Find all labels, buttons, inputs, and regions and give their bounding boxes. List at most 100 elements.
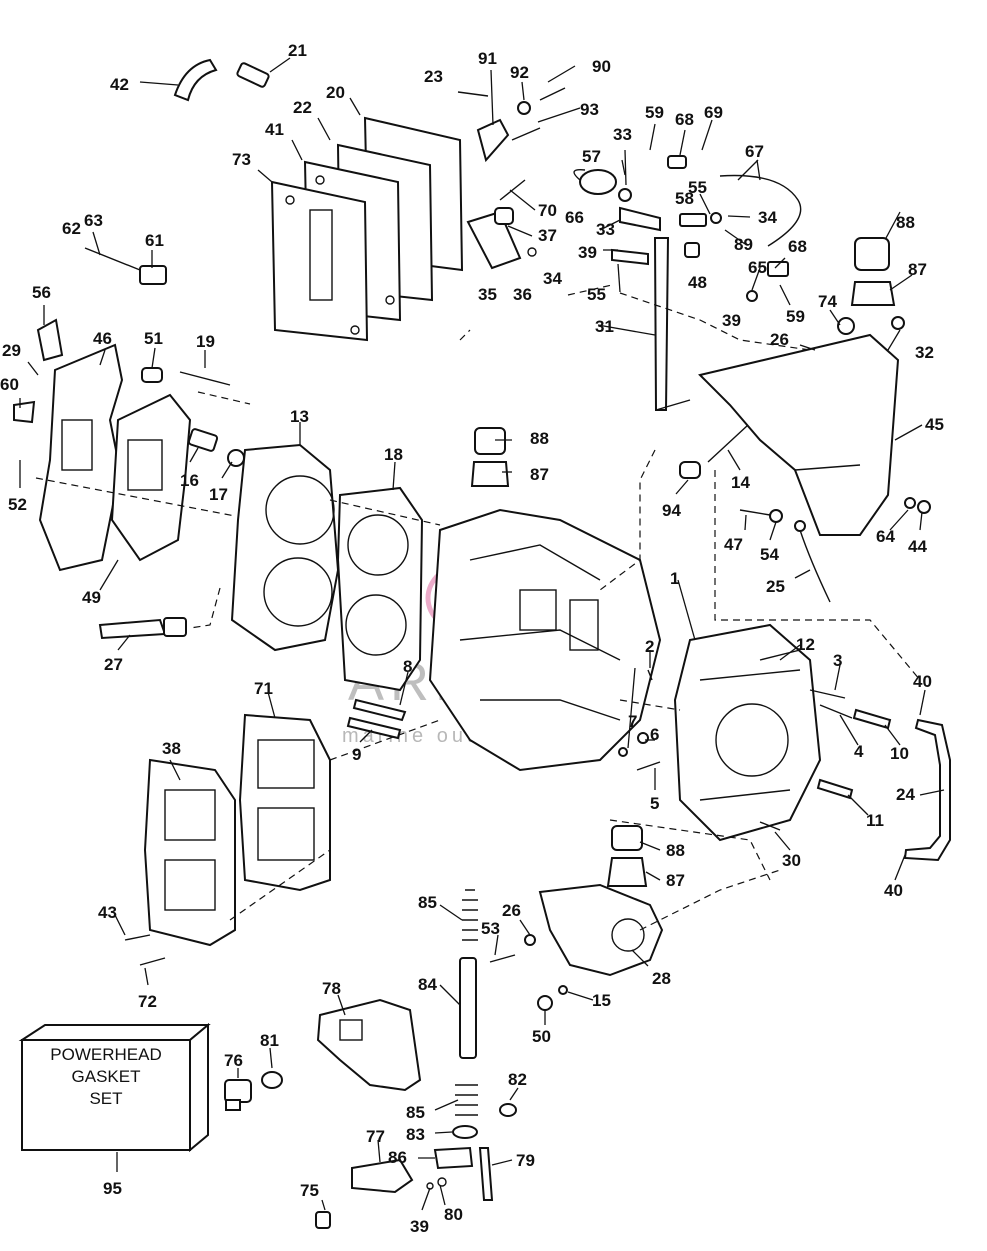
callout-10: 10 [890,744,909,763]
part-bolt-washer-76 [224,1071,283,1111]
part-washer-26 [524,934,536,946]
callout-30: 30 [782,851,801,870]
kit-label-line1: POWERHEAD [50,1045,161,1064]
part-nut-50 [537,995,553,1011]
callout-54: 54 [760,545,779,564]
callout-88-mid: 88 [530,429,549,448]
callout-34-right: 34 [758,208,777,227]
callout-14: 14 [731,473,750,492]
part-cylinder-block [428,508,662,772]
callout-76: 76 [224,1051,243,1070]
callout-68-mid: 68 [788,237,807,256]
callout-50: 50 [532,1027,551,1046]
callout-3: 3 [833,651,842,670]
callout-91: 91 [478,49,497,68]
part-linkage-lower [315,1146,494,1229]
callout-53: 53 [481,919,500,938]
part-linkage-upper [476,87,566,163]
part-choke-linkage [573,155,802,411]
callout-26-top: 26 [770,330,789,349]
callout-21: 21 [288,41,307,60]
kit-label-line3: SET [89,1089,122,1108]
callout-22: 22 [293,98,312,117]
callout-67: 67 [745,142,764,161]
callout-15: 15 [592,991,611,1010]
part-bolt-14 [707,424,749,463]
callout-24: 24 [896,785,915,804]
callout-74: 74 [818,292,837,311]
callout-63: 63 [84,211,103,230]
callout-38: 38 [162,739,181,758]
callout-2: 2 [645,637,654,656]
callout-59-bottom: 59 [786,307,805,326]
callout-85-top: 85 [418,893,437,912]
callout-39-right: 39 [722,311,741,330]
alignment-lines [35,284,921,931]
callout-66: 66 [565,208,584,227]
callout-94: 94 [662,501,681,520]
callout-20: 20 [326,83,345,102]
part-bushing-94 [679,461,701,479]
callout-17: 17 [209,485,228,504]
callout-87-mid: 87 [530,465,549,484]
callout-51: 51 [144,329,163,348]
callout-77: 77 [366,1127,385,1146]
leader-lines [19,57,945,1211]
callout-43: 43 [98,903,117,922]
callout-34-left: 34 [543,269,562,288]
callout-32: 32 [915,343,934,362]
callout-4: 4 [854,742,864,761]
callout-28: 28 [652,969,671,988]
callout-13: 13 [290,407,309,426]
part-sensor-lead [84,247,167,285]
callout-36: 36 [513,285,532,304]
callout-61: 61 [145,231,164,250]
callout-46: 46 [93,329,112,348]
callout-12: 12 [796,635,815,654]
callout-86: 86 [388,1148,407,1167]
callout-44: 44 [908,537,927,556]
callout-40-bottom: 40 [884,881,903,900]
callout-27: 27 [104,655,123,674]
part-motor-mount-upper [470,237,896,487]
callout-81: 81 [260,1031,279,1050]
callout-39-bottom: 39 [410,1217,429,1236]
callout-33-mid: 33 [596,220,615,239]
part-fitting [236,62,270,88]
callout-18: 18 [384,445,403,464]
part-screw-53 [489,954,516,963]
callout-33-top: 33 [613,125,632,144]
callout-40-top: 40 [913,672,932,691]
part-cylinder-head [230,443,340,652]
part-washer-82 [499,1103,517,1117]
part-screw-43 [124,934,151,941]
callout-numbers: 42 21 20 22 41 73 23 91 92 90 93 33 57 5… [0,41,944,1236]
callout-25: 25 [766,577,785,596]
part-hose [173,58,218,102]
callout-41: 41 [265,120,284,139]
callout-39-mid: 39 [578,243,597,262]
callout-90: 90 [592,57,611,76]
callout-84: 84 [418,975,437,994]
part-screw-72 [139,957,166,966]
callout-95: 95 [103,1179,122,1198]
part-dowel-8 [352,698,407,722]
part-bolt-23 [457,91,489,97]
callout-75: 75 [300,1181,319,1200]
callout-70: 70 [538,201,557,220]
part-motor-mount-lower [606,825,648,887]
callout-35: 35 [478,285,497,304]
part-ground-strap [739,509,831,603]
callout-60: 60 [0,375,19,394]
part-throttle-cam [466,179,537,270]
callout-87-bottom: 87 [666,871,685,890]
callout-26-bottom: 26 [502,901,521,920]
callout-55-top: 55 [688,178,707,197]
callout-93: 93 [580,100,599,119]
callout-85-bottom: 85 [406,1103,425,1122]
gasket-kit-box: POWERHEAD GASKET SET [18,1022,211,1153]
callout-47: 47 [724,535,743,554]
callout-64: 64 [876,527,895,546]
part-lower-bracket [538,883,664,977]
